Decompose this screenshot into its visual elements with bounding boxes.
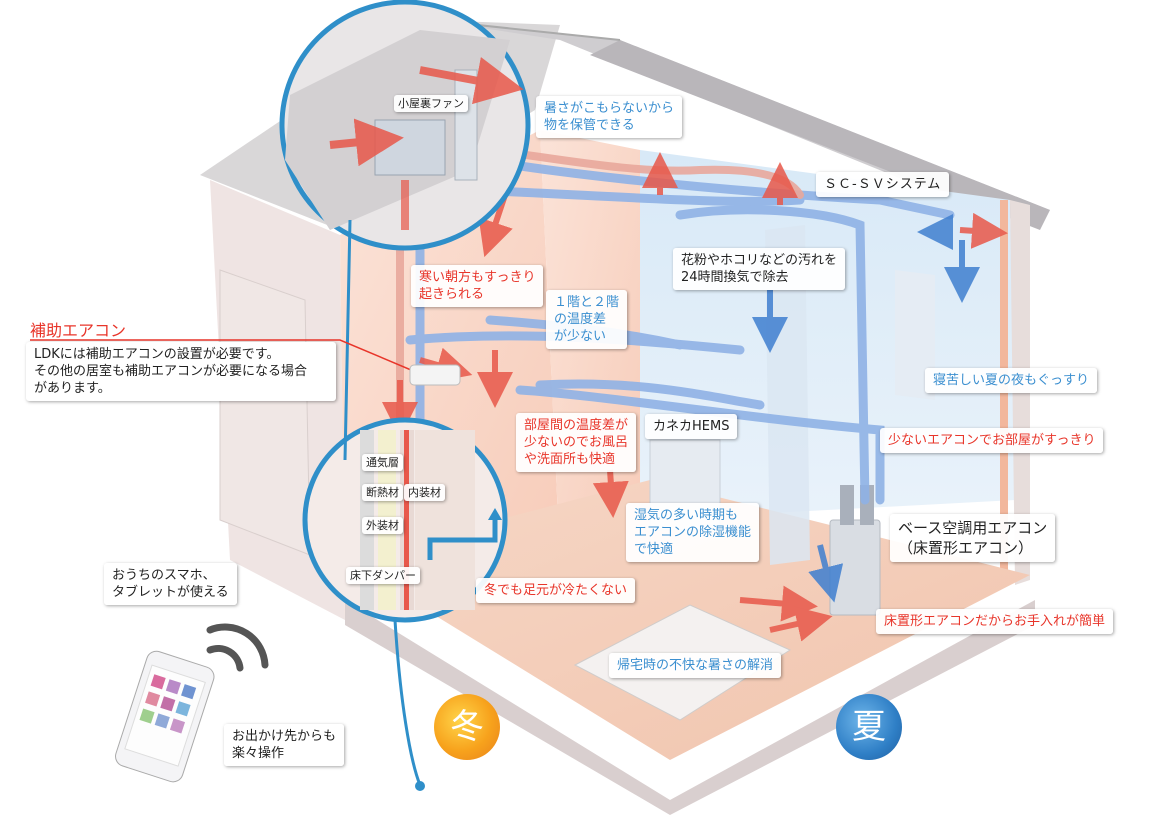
remote-label: お出かけ先からも楽々操作 [224,724,345,766]
exterior-label: 外装材 [362,517,403,534]
attic-storage-label: 暑さがこもらないから物を保管できる [536,96,683,138]
aux-ac-unit [409,364,461,386]
vent-layer-label: 通気層 [362,454,403,471]
sleep-label: 寝苦しい夏の夜もぐっすり [925,368,1098,393]
winter-badge: 冬 [434,694,500,760]
few-ac-label: 少ないエアコンでお部屋がすっきり [880,428,1104,453]
humid-label: 湿気の多い時期もエアコンの除湿機能で快適 [626,503,760,562]
attic-detail-circle [279,0,531,251]
hems-label: カネカHEMS [645,414,738,439]
aux-ac-title: 補助エアコン [30,321,127,340]
wall-detail-circle [302,417,508,623]
floor-ac-label: 床置形エアコンだからお手入れが簡単 [876,609,1114,634]
attic-fan-label: 小屋裏ファン [394,95,468,112]
interior-label: 内装材 [404,484,445,501]
room-diff-label: 部屋間の温度差が少ないのでお風呂や洗面所も快適 [516,413,637,472]
callout-dot [415,781,425,791]
smartphone-icon [115,623,269,783]
callout-line [343,219,422,786]
aux-ac-desc: LDKには補助エアコンの設置が必要です。その他の居室も補助エアコンが必要になる場… [26,342,336,401]
return-heat-label: 帰宅時の不快な暑さの解消 [609,653,782,678]
smartphone-label: おうちのスマホ、タブレットが使える [104,563,237,605]
floor-diff-label: １階と２階の温度差が少ない [546,290,628,349]
summer-badge: 夏 [836,694,902,760]
damper-label: 床下ダンパー [346,567,420,584]
system-label: ＳＣ-ＳＶシステム [816,172,950,197]
cool-airflow-arrows [752,214,980,603]
cold-morning-label: 寒い朝方もすっきり起きられる [411,265,544,307]
base-ac-label: ベース空調用エアコン（床置形エアコン） [890,514,1056,562]
insulation-label: 断熱材 [362,484,403,501]
aux-ac-leader [30,339,431,379]
winter-feet-label: 冬でも足元が冷たくない [476,578,636,603]
